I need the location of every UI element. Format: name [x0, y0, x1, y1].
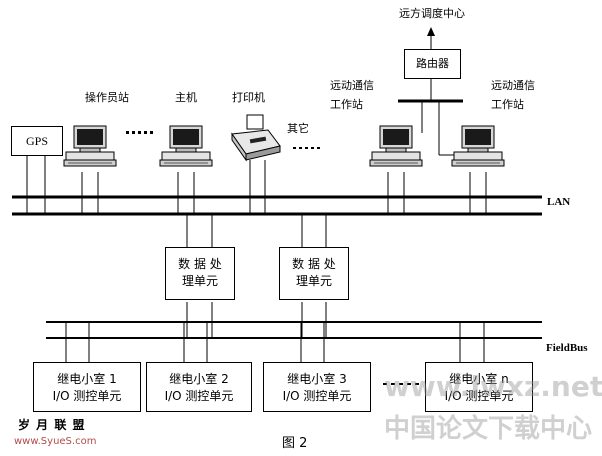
router-box: 路由器 — [404, 49, 461, 79]
site-cn-watermark: 中国论文下载中心 — [384, 414, 593, 444]
relay-n-line2: I/O 测控单元 — [444, 389, 514, 403]
remote-station-2-label-line1: 远动通信 — [491, 79, 535, 92]
remote-station-1-label-line1: 远动通信 — [330, 79, 374, 92]
operator-station-label: 操作员站 — [85, 91, 129, 104]
remote-station-1-computer-icon — [369, 125, 423, 167]
remote-station-2-label-line2: 工作站 — [491, 98, 524, 111]
dpu-2-line2: 理单元 — [295, 274, 332, 288]
ellipsis-dots — [126, 131, 419, 385]
dpu-2-line1: 数 据 处 — [292, 257, 336, 271]
dpu-1-line2: 理单元 — [181, 274, 218, 288]
station-drop-lines — [81, 160, 487, 214]
host-label: 主机 — [175, 91, 197, 104]
relay-2-line1: 继电小室 2 — [169, 372, 229, 386]
site-url-watermark: www.lwxz.net — [384, 370, 602, 403]
relay-3-line1: 继电小室 3 — [287, 372, 347, 386]
figure-caption: 图 2 — [282, 436, 308, 451]
relay-room-n: 继电小室 n I/O 测控单元 — [425, 362, 533, 412]
host-computer-icon — [159, 125, 213, 167]
lan-label: LAN — [547, 196, 571, 208]
remote-station-2-computer-icon — [451, 125, 505, 167]
operator-station-computer-icon — [63, 125, 117, 167]
data-processing-unit-1: 数 据 处 理单元 — [165, 247, 235, 300]
other-label: 其它 — [287, 122, 309, 135]
relay-room-1: 继电小室 1 I/O 测控单元 — [33, 362, 141, 412]
logo-cn-watermark: 岁 月 联 盟 — [18, 418, 86, 432]
dpu-1-line1: 数 据 处 — [178, 257, 222, 271]
relay-3-line2: I/O 测控单元 — [282, 389, 352, 403]
router-label: 路由器 — [416, 57, 449, 70]
gps-label: GPS — [25, 134, 48, 148]
relay-2-line2: I/O 测控单元 — [164, 389, 234, 403]
relay-1-line1: 继电小室 1 — [57, 372, 117, 386]
relay-room-2: 继电小室 2 I/O 测控单元 — [146, 362, 252, 412]
logo-url-watermark: www.SyueS.com — [14, 436, 97, 447]
remote-center-label: 远方调度中心 — [399, 7, 465, 20]
relay-1-line2: I/O 测控单元 — [52, 389, 122, 403]
data-processing-unit-2: 数 据 处 理单元 — [279, 247, 349, 300]
relay-room-3: 继电小室 3 I/O 测控单元 — [263, 362, 371, 412]
fieldbus-label: FieldBus — [546, 342, 588, 354]
printer-icon — [231, 114, 281, 162]
upstream-arrowhead — [427, 27, 435, 36]
printer-label: 打印机 — [232, 91, 265, 104]
gps-box: GPS — [11, 126, 63, 156]
remote-station-1-label-line2: 工作站 — [330, 98, 363, 111]
relay-n-line1: 继电小室 n — [449, 372, 509, 386]
